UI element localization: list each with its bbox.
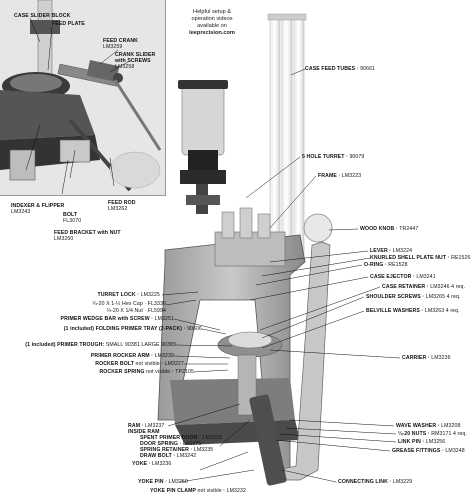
label-draw-bolt: DRAW BOLT · LM3242 [140, 453, 197, 459]
label-frame: FRAME · LM3223 [318, 173, 362, 179]
label-case-slider-block: CASE SLIDER BLOCK [14, 13, 71, 19]
label-hex-cap: ¼-20 X 1-½ Hex Cap · FL3336 [92, 301, 166, 307]
help-note: Helpful setup & operation videos availab… [176, 9, 248, 37]
label-rocker-spring: ROCKER SPRING not visible · TP2105 [99, 369, 194, 375]
label-yoke: YOKE · LM3236 [132, 461, 172, 467]
label-primer-wedge-bar: PRIMER WEDGE BAR with SCREW · LM3251 [60, 316, 174, 322]
label-wood-knob: WOOD KNOB · TR2447 [360, 226, 419, 232]
label-spent-primer-door: SPENT PRIMER DOOR · LM3233 [140, 435, 222, 441]
case-feeder-detail-inset: CASE SLIDER BLOCK FEED PLATE FEED CRANK … [0, 0, 166, 196]
label-belville-washers: BELVILLE WASHERS · LM3263 4 req. [366, 308, 460, 314]
label-carrier: CARRIER · LM3236 [402, 355, 451, 361]
label-case-retainer: CASE RETAINER · LM3246 4 req. [382, 284, 465, 290]
label-feed-plate: FEED PLATE [52, 21, 85, 27]
label-folding-primer-tray: (1 included) FOLDING PRIMER TRAY (2-PACK… [63, 326, 202, 332]
label-bolt: BOLT FL3070 [63, 212, 82, 224]
label-lever: LEVER · LM3224 [370, 248, 413, 254]
label-hex-nut: ¼-20 X 1/4 Nut · FL5994 [106, 308, 166, 314]
label-turret-lock: TURRET LOCK · LM3225 [97, 292, 160, 298]
label-group-ram: RAM · LM3237 INSIDE RAM SPENT PRIMER DOO… [128, 423, 222, 467]
label-spring-retainer: SPRING RETAINER · LM3235 [140, 447, 214, 453]
label-nuts: ¼-20 NUTS · RM3171 4 req. [398, 431, 467, 437]
label-crank-slider: CRANK SLIDER with SCREWS LM3258 [115, 52, 156, 70]
label-inside-ram: INSIDE RAM [128, 429, 160, 435]
label-primer-rocker-arm: PRIMER ROCKER ARM · LM3239 [90, 353, 174, 359]
lever-arm [249, 213, 333, 486]
case-feed-tubes [267, 13, 307, 259]
label-yoke-pin-clamp: YOKE PIN CLAMP not visible · LM3232 [150, 488, 246, 494]
label-link-pin: LINK PIN · LM3256 [398, 439, 446, 445]
label-knurled-nut: KNURLED SHELL PLATE NUT · RE1526 [370, 255, 471, 261]
label-door-spring: DOOR SPRING · LA1075 [140, 441, 202, 447]
label-yoke-pin: YOKE PIN · LM3250 [138, 479, 188, 485]
label-connecting-link: CONNECTING LINK · LM3229 [338, 479, 413, 485]
label-shoulder-screws: SHOULDER SCREWS · LM3265 4 req. [366, 294, 461, 300]
label-o-ring: O-RING · RE1528 [364, 262, 408, 268]
label-primer-trough: (1 included) PRIMER TROUGH: SMALL 90381 … [25, 342, 176, 348]
website-link-text: leeprecision.com [189, 30, 235, 36]
case-feeder-illustration [0, 0, 165, 195]
label-indexer-flipper: INDEXER & FLIPPER LM3243 [11, 203, 65, 215]
label-ram: RAM · LM3237 [128, 423, 165, 429]
label-feed-crank: FEED CRANK LM3259 [103, 38, 139, 50]
leader-lines [161, 68, 401, 483]
label-rocker-bolt: ROCKER BOLT not visible · LM3227 [95, 361, 184, 367]
label-feed-bracket: FEED BRACKET with NUT LM3260 [54, 230, 121, 242]
label-case-feed-tubes: CASE FEED TUBES · 90661 [305, 66, 376, 72]
label-wave-washer: WAVE WASHER · LM3208 [396, 423, 461, 429]
powder-measure [178, 80, 228, 214]
label-5-hole-turret: 5 HOLE TURRET · 90079 [302, 154, 365, 160]
label-case-ejector: CASE EJECTOR · LM3241 [370, 274, 436, 280]
label-feed-rod: FEED ROD LM3262 [108, 200, 136, 212]
label-grease-fittings: GREASE FITTINGS · LM3248 [392, 448, 465, 454]
